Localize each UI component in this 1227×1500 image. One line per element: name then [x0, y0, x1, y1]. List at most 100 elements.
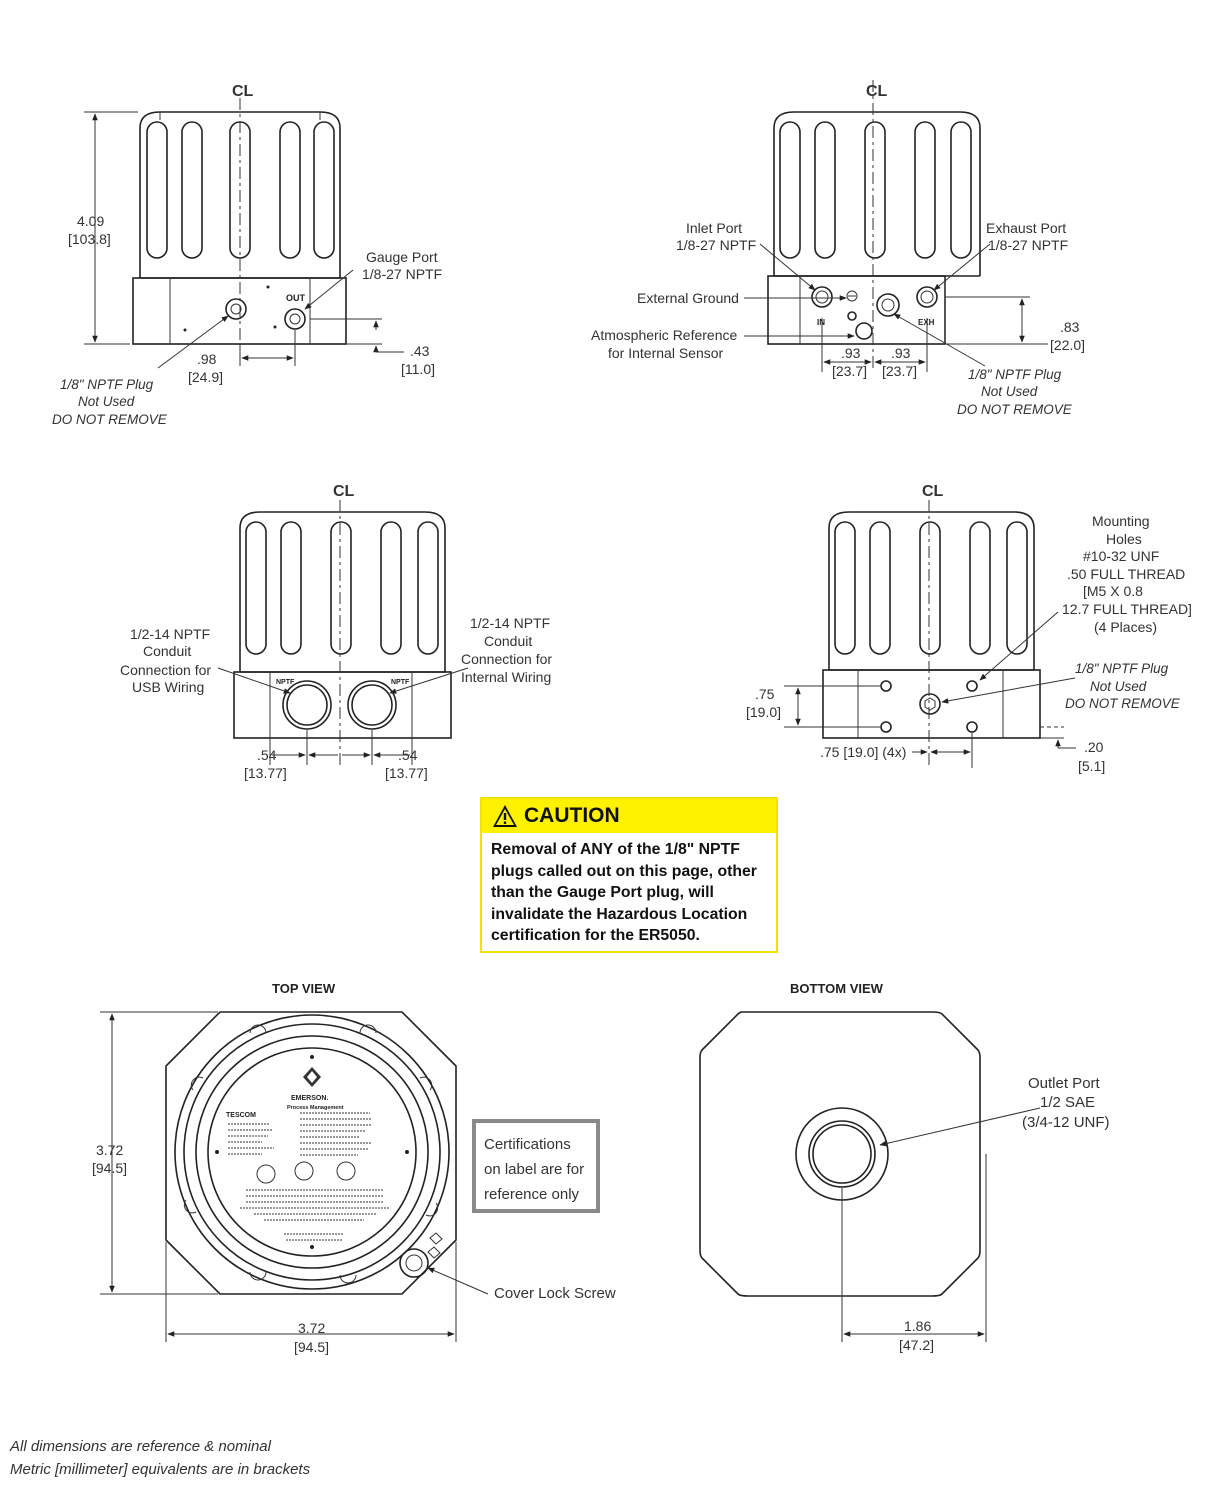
v2-exhaust-2: 1/8-27 NPTF [988, 237, 1068, 253]
view4-mounting [784, 500, 1076, 768]
label-sub: Process Management [287, 1105, 344, 1111]
v4-mount-7: (4 Places) [1094, 619, 1157, 635]
v2-in-mark: IN [817, 318, 825, 327]
v2-plug-note-1: 1/8" NPTF Plug [968, 367, 1062, 382]
view1-front [84, 98, 404, 369]
v4-plug-note-3: DO NOT REMOVE [1065, 696, 1181, 711]
caution-line: certification for the ER5050. [491, 927, 700, 944]
v4-dim-75v-mm: [19.0] [746, 704, 781, 720]
v1-dim-43-mm: [11.0] [401, 361, 435, 377]
top-width-mm: [94.5] [294, 1339, 329, 1355]
caution-line: invalidate the Hazardous Location [491, 905, 748, 923]
view2-side [744, 80, 1048, 372]
v4-mount-2: Holes [1106, 531, 1142, 547]
v2-ground: External Ground [637, 290, 739, 306]
cert-line: Certifications [484, 1136, 571, 1153]
v4-mount-5: [M5 X 0.8 [1083, 583, 1143, 599]
v3-int-1: 1/2-14 NPTF [470, 615, 550, 631]
v2-plug-note-3: DO NOT REMOVE [957, 402, 1073, 417]
caution-line: than the Gauge Port plug, will [491, 884, 714, 901]
v2-centerline-mark: CL [866, 83, 888, 100]
v4-dim-75v: .75 [755, 686, 775, 702]
v3-nptf-mark-left: NPTF [276, 679, 295, 686]
v1-gauge-port-1: Gauge Port [366, 249, 438, 265]
caution-text: Removal of ANY of the 1/8" NPTF plugs ca… [482, 833, 776, 947]
v4-centerline-mark: CL [922, 483, 944, 500]
caution-box: CAUTION Removal of ANY of the 1/8" NPTF … [480, 797, 778, 953]
v4-mount-1: Mounting [1092, 513, 1150, 529]
v4-mount-4: .50 FULL THREAD [1067, 566, 1185, 582]
top-view: EMERSON. Process Management TESCOM [100, 1011, 489, 1342]
cert-line: on label are for [484, 1161, 585, 1178]
bottom-view [699, 1011, 1041, 1342]
v3-usb-2: Conduit [143, 643, 191, 659]
v4-plug-note-1: 1/8" NPTF Plug [1075, 661, 1169, 676]
cover-lock-screw-label: Cover Lock Screw [494, 1285, 616, 1302]
v1-height-in: 4.09 [77, 213, 104, 229]
v2-plug-note-2: Not Used [981, 384, 1038, 399]
outlet-3: (3/4-12 UNF) [1022, 1114, 1110, 1131]
v3-int-4: Internal Wiring [461, 669, 551, 685]
v4-plug-note-2: Not Used [1090, 679, 1147, 694]
v1-centerline-mark: CL [232, 83, 254, 100]
label-tescom: TESCOM [226, 1112, 256, 1119]
certifications-note: Certifications on label are for referenc… [472, 1119, 600, 1213]
v1-out-mark: OUT [286, 293, 306, 303]
v2-exhaust-1: Exhaust Port [986, 220, 1066, 236]
top-height-mm: [94.5] [92, 1160, 127, 1176]
v2-exh-mark: EXH [918, 318, 935, 327]
top-height-in: 3.72 [96, 1142, 123, 1158]
v2-inlet-1: Inlet Port [686, 220, 742, 236]
v2-dim-83: .83 [1060, 319, 1080, 335]
bottom-width-in: 1.86 [904, 1318, 931, 1334]
caution-line: plugs called out on this page, other [491, 862, 757, 880]
bottom-view-title: BOTTOM VIEW [790, 981, 884, 996]
v4-mount-3: #10-32 UNF [1083, 548, 1159, 564]
v3-dim-54a: .54 [257, 747, 277, 763]
v1-plug-note-1: 1/8" NPTF Plug [60, 377, 154, 392]
v1-height-mm: [103.8] [68, 231, 111, 247]
v2-dim-93b-mm: [23.7] [882, 363, 917, 379]
v4-dim-20: .20 [1084, 739, 1104, 755]
v3-dim-54b: .54 [398, 747, 418, 763]
outlet-2: 1/2 SAE [1040, 1094, 1095, 1111]
v1-plug-note-3: DO NOT REMOVE [52, 412, 168, 427]
v4-dim-75h: .75 [19.0] (4x) [820, 744, 906, 760]
v3-dim-54b-mm: [13.77] [385, 765, 428, 781]
v1-gauge-port-2: 1/8-27 NPTF [362, 266, 442, 282]
v4-mount-6: 12.7 FULL THREAD] [1062, 601, 1192, 617]
v1-dim-43: .43 [410, 343, 430, 359]
caution-header: CAUTION [482, 799, 776, 833]
v2-atmos-2: for Internal Sensor [608, 345, 724, 361]
warning-icon [493, 805, 517, 827]
top-width-in: 3.72 [298, 1320, 325, 1336]
label-brand: EMERSON. [291, 1095, 328, 1102]
footer-note-2: Metric [millimeter] equivalents are in b… [10, 1461, 311, 1478]
v2-dim-93b: .93 [891, 345, 911, 361]
v3-dim-54a-mm: [13.77] [244, 765, 287, 781]
v3-int-2: Conduit [484, 633, 532, 649]
caution-title: CAUTION [524, 804, 620, 827]
caution-line: Removal of ANY of the 1/8" NPTF [491, 841, 740, 858]
v3-nptf-mark-right: NPTF [391, 679, 410, 686]
v3-usb-4: USB Wiring [132, 679, 204, 695]
v3-usb-3: Connection for [120, 662, 211, 678]
footer-note-1: All dimensions are reference & nominal [10, 1438, 271, 1455]
bottom-width-mm: [47.2] [899, 1337, 934, 1353]
v1-dim-98: .98 [197, 351, 217, 367]
top-view-title: TOP VIEW [272, 981, 336, 996]
v1-dim-98-mm: [24.9] [188, 369, 223, 385]
cert-line: reference only [484, 1186, 580, 1203]
v2-dim-93a: .93 [841, 345, 861, 361]
v1-plug-note-2: Not Used [78, 394, 135, 409]
v2-atmos-1: Atmospheric Reference [591, 327, 738, 343]
view3-conduit [217, 500, 469, 765]
outlet-1: Outlet Port [1028, 1075, 1101, 1092]
label-fine-print [228, 1112, 390, 1241]
v2-dim-93a-mm: [23.7] [832, 363, 867, 379]
v3-centerline-mark: CL [333, 483, 355, 500]
v2-dim-83-mm: [22.0] [1050, 337, 1085, 353]
v4-dim-20-mm: [5.1] [1078, 758, 1105, 774]
v2-inlet-2: 1/8-27 NPTF [676, 237, 756, 253]
